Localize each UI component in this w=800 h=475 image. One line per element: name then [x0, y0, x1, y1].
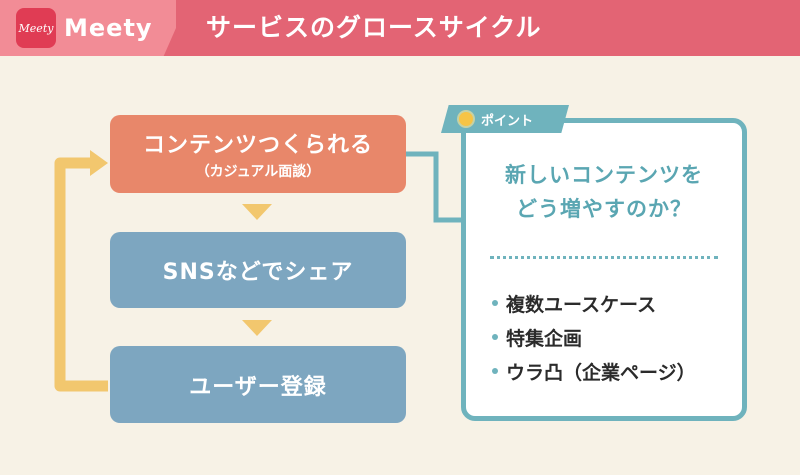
bullet-icon: [492, 367, 498, 374]
point-connector-line: [406, 151, 462, 223]
flow-step-1-sub: （カジュアル面談）: [195, 164, 321, 180]
point-tag: ポイント: [441, 105, 569, 133]
lightbulb-icon: [459, 112, 473, 126]
page-title: サービスのグロースサイクル: [206, 13, 542, 42]
list-item-label: 特集企画: [506, 328, 583, 350]
list-item-label: 複数ユースケース: [506, 294, 657, 316]
list-item: 複数ユースケース: [492, 290, 696, 324]
question-line-1: 新しいコンテンツを: [505, 163, 703, 187]
bullet-icon: [492, 333, 498, 340]
flow-step-1-label: コンテンツつくられる: [142, 133, 373, 158]
down-arrow-icon: [242, 204, 272, 220]
list-item-label: ウラ凸（企業ページ）: [506, 362, 696, 384]
flow-step-user-signup: ユーザー登録: [110, 346, 406, 423]
flow-step-content-created: コンテンツつくられる （カジュアル面談）: [110, 115, 406, 193]
point-question: 新しいコンテンツを どう増やすのか？: [461, 158, 747, 226]
meety-logo-icon: Meety: [16, 8, 56, 48]
logo-text: Meety: [18, 21, 54, 35]
flow-step-2-label: SNSなどでシェア: [162, 260, 354, 285]
point-items-list: 複数ユースケース 特集企画 ウラ凸（企業ページ）: [492, 290, 696, 392]
flow-step-3-label: ユーザー登録: [189, 374, 327, 400]
question-line-2: どう増やすのか？: [516, 197, 692, 221]
flow-step-sns-share: SNSなどでシェア: [110, 232, 406, 308]
down-arrow-icon: [242, 320, 272, 336]
header-bar: Meety Meety サービスのグロースサイクル: [0, 0, 800, 56]
list-item: ウラ凸（企業ページ）: [492, 358, 696, 392]
point-tag-label: ポイント: [481, 113, 534, 129]
loop-back-arrowhead: [90, 150, 108, 176]
loop-back-line: [54, 157, 108, 392]
dotted-divider: [490, 256, 718, 259]
bullet-icon: [492, 299, 498, 306]
point-panel: [461, 118, 747, 421]
brand-name: Meety: [64, 14, 153, 42]
list-item: 特集企画: [492, 324, 696, 358]
